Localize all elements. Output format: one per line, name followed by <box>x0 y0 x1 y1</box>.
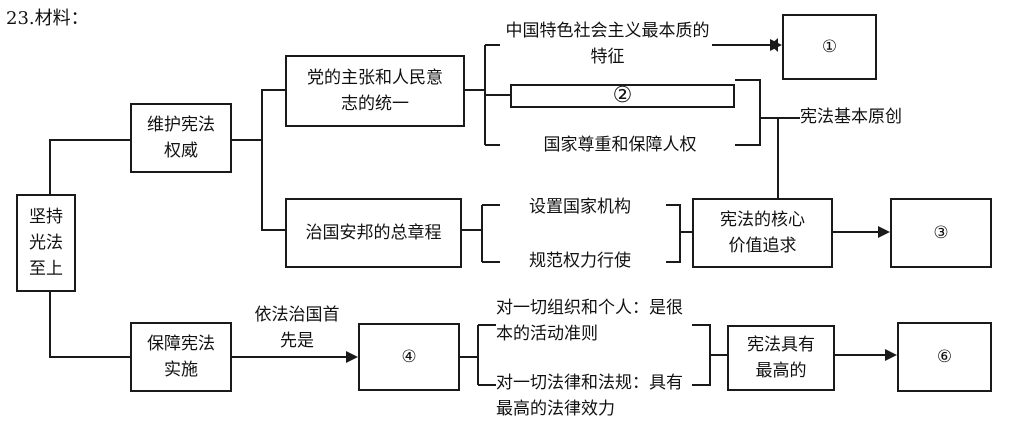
xiaoli-text: 对一切法律和法规：具有最高的法律效力 <box>496 373 683 419</box>
zhuzhang-box: 党的主张和人民意志的统一 <box>285 55 465 127</box>
question-title: 23.材料： <box>6 8 89 29</box>
zhuzhang-label: 党的主张和人民意志的统一 <box>307 68 443 114</box>
baozhang-label: 保障宪法实施 <box>147 334 215 380</box>
yuanze-text: 宪法基本原创 <box>800 107 902 127</box>
weihu-box: 维护宪法权威 <box>130 103 232 173</box>
answer-3-box: ③ <box>890 198 992 268</box>
quanli-text: 规范权力行使 <box>529 251 631 271</box>
blank-2-box: ② <box>510 84 735 108</box>
answer-6-label: ⑥ <box>936 347 953 367</box>
answer-1-box: ① <box>782 14 877 80</box>
answer-4-label: ④ <box>401 347 417 367</box>
zuigao-box: 宪法具有最高的 <box>727 325 835 391</box>
zhiguo-box: 治国安邦的总章程 <box>285 198 462 268</box>
answer-6-box: ⑥ <box>897 322 992 392</box>
answer-3-label: ③ <box>933 223 949 243</box>
hexin-label: 宪法的核心价值追求 <box>720 210 805 256</box>
blank-2-label: ② <box>612 83 633 108</box>
yifa-text: 依法治国首先是 <box>254 305 340 351</box>
renquan-text: 国家尊重和保障人权 <box>543 135 697 155</box>
weihu-label: 维护宪法权威 <box>147 115 215 161</box>
zhiguo-label: 治国安邦的总章程 <box>305 223 442 243</box>
zhunze-text: 对一切组织和个人：是很本的活动准则 <box>496 298 683 344</box>
jigou-text: 设置国家机构 <box>529 197 631 217</box>
root-box: 坚持光法至上 <box>16 194 76 292</box>
teshi-text: 中国特色社会主义最本质的特征 <box>505 21 710 67</box>
root-label: 坚持光法至上 <box>29 207 63 279</box>
hexin-box: 宪法的核心价值追求 <box>692 198 833 268</box>
zuigao-label: 宪法具有最高的 <box>747 335 815 381</box>
baozhang-box: 保障宪法实施 <box>130 322 232 392</box>
answer-4-box: ④ <box>358 323 460 391</box>
answer-1-label: ① <box>821 37 838 57</box>
